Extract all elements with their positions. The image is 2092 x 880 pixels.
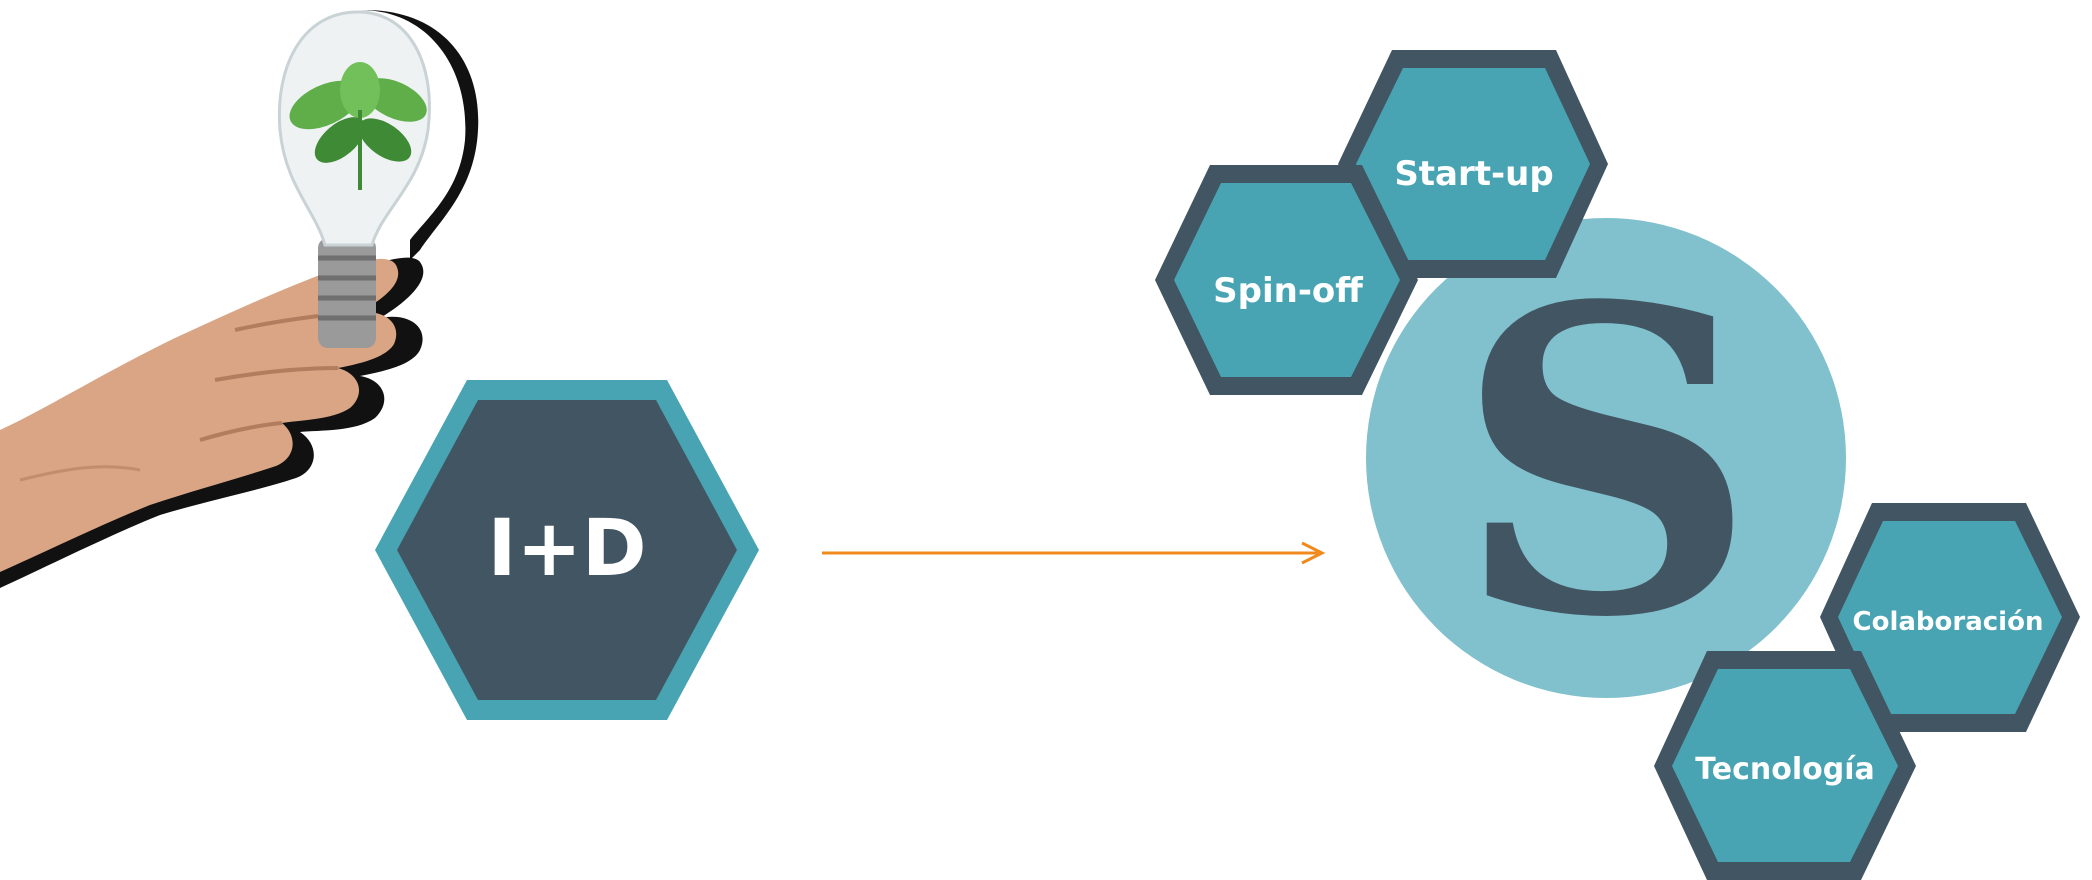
outcome-label: Spin-off	[1213, 271, 1363, 311]
lightbulb-plant-hand-icon	[0, 9, 479, 588]
outcome-hexagon-tecnologia: Tecnología	[1654, 651, 1916, 880]
logo-letter: S	[1454, 217, 1757, 710]
source-hexagon: I+D	[375, 380, 759, 720]
outcome-label: Tecnología	[1695, 752, 1874, 787]
outcome-hexagon-colaboracion: Colaboración	[1820, 503, 2080, 732]
outcome-hexagon-spinoff: Spin-off	[1155, 165, 1418, 395]
outcome-label: Start-up	[1394, 154, 1553, 194]
outcome-hexagon-startup: Start-up	[1338, 50, 1608, 278]
arrow-right-icon	[822, 541, 1326, 565]
source-label: I+D	[487, 504, 646, 594]
s-logo-icon: S	[1366, 217, 1846, 710]
outcome-label: Colaboración	[1853, 607, 2044, 637]
